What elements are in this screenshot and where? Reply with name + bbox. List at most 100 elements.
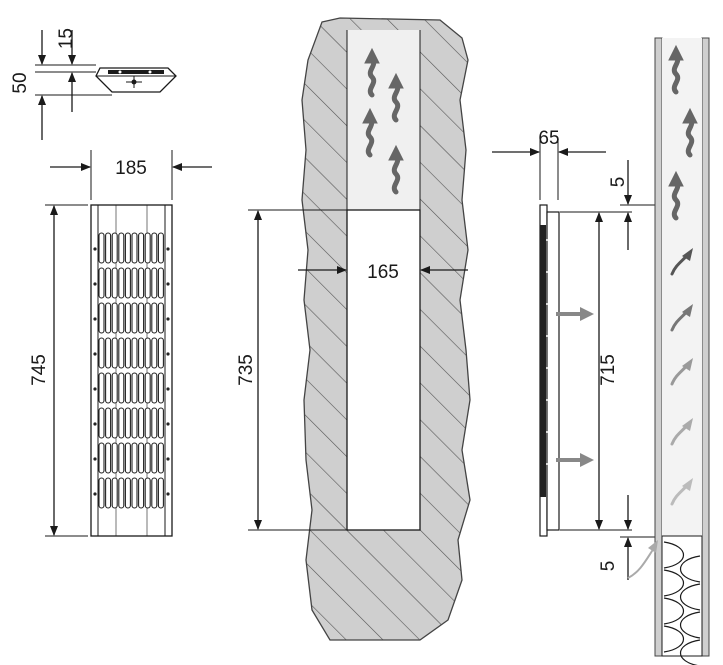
label-opening-length: 735 bbox=[236, 354, 257, 386]
grille-slot bbox=[98, 302, 105, 334]
wall-section bbox=[301, 17, 471, 641]
grille-slot bbox=[111, 442, 118, 474]
grille-slot bbox=[131, 477, 138, 509]
insulation-fill bbox=[663, 541, 701, 665]
grille-slot bbox=[111, 232, 118, 264]
insulation-curve bbox=[663, 597, 684, 625]
grille-slot bbox=[144, 232, 151, 264]
curved-up-arrow-icon bbox=[670, 478, 693, 506]
grille-screw bbox=[93, 282, 97, 286]
label-grille-length: 745 bbox=[29, 354, 50, 386]
insulation-curve bbox=[663, 569, 684, 597]
dimension-opening-length: 735 bbox=[236, 209, 347, 531]
grille-slot bbox=[151, 267, 158, 299]
grille-screw bbox=[166, 352, 170, 356]
grille-screw bbox=[93, 247, 97, 251]
grille-screw bbox=[93, 492, 97, 496]
grille-slot bbox=[157, 337, 164, 369]
grille-screw bbox=[93, 387, 97, 391]
grille-slot bbox=[98, 477, 105, 509]
grille-slot bbox=[157, 442, 164, 474]
grille-slot bbox=[151, 407, 158, 439]
grille-slot bbox=[105, 442, 112, 474]
grille-slot bbox=[144, 337, 151, 369]
grille-slot bbox=[131, 442, 138, 474]
grille-slot bbox=[124, 337, 131, 369]
curved-up-arrow-icon bbox=[670, 304, 693, 332]
grille-slot bbox=[105, 477, 112, 509]
grille-slot bbox=[98, 407, 105, 439]
grille-slot bbox=[105, 267, 112, 299]
dimension-gap-bottom: 5 bbox=[598, 495, 655, 580]
grille-slot bbox=[98, 442, 105, 474]
grille-slot bbox=[98, 337, 105, 369]
grille-slot bbox=[151, 232, 158, 264]
grille-slot bbox=[138, 302, 145, 334]
curved-up-arrow-icon bbox=[670, 418, 693, 446]
label-airflow-length: 715 bbox=[598, 354, 619, 386]
grille-screw bbox=[93, 457, 97, 461]
grille-slot bbox=[124, 302, 131, 334]
grille-screw bbox=[166, 492, 170, 496]
grille-slot bbox=[138, 372, 145, 404]
grille-slot bbox=[131, 337, 138, 369]
right-arrow-icon bbox=[556, 307, 594, 321]
grille-slot bbox=[144, 477, 151, 509]
grille-slot bbox=[157, 477, 164, 509]
insulation-curve bbox=[680, 639, 701, 665]
dimension-frame-depth: 65 bbox=[492, 128, 606, 200]
label-gap-top: 5 bbox=[608, 177, 629, 188]
grille-slot bbox=[118, 442, 125, 474]
air-channel bbox=[347, 30, 420, 210]
inflow-arrow-icon bbox=[627, 540, 658, 579]
grille-slot bbox=[105, 372, 112, 404]
grille-front-view bbox=[90, 204, 173, 537]
grille-slot bbox=[151, 302, 158, 334]
grille-slots bbox=[93, 232, 170, 509]
grille-slot bbox=[111, 477, 118, 509]
dimension-grille-width: 185 bbox=[50, 150, 212, 200]
grille-slot bbox=[111, 407, 118, 439]
right-arrow-icon bbox=[556, 453, 594, 467]
grille-slot bbox=[105, 337, 112, 369]
grille-slot bbox=[124, 407, 131, 439]
grille-slot bbox=[157, 232, 164, 264]
grille-slot bbox=[138, 267, 145, 299]
grille-slot bbox=[157, 407, 164, 439]
grille-slot bbox=[131, 372, 138, 404]
grille-screw bbox=[93, 352, 97, 356]
label-grille-height-top: 50 bbox=[10, 72, 31, 93]
grille-slot bbox=[124, 232, 131, 264]
label-grille-width: 185 bbox=[115, 158, 147, 179]
grille-slot bbox=[144, 442, 151, 474]
grille-screw bbox=[93, 422, 97, 426]
insulation-curve bbox=[680, 611, 701, 639]
grille-slot bbox=[157, 302, 164, 334]
grille-slot bbox=[157, 372, 164, 404]
grille-slot bbox=[98, 372, 105, 404]
grille-slot bbox=[105, 407, 112, 439]
grille-screw bbox=[166, 387, 170, 391]
label-frame-depth: 65 bbox=[538, 128, 559, 149]
label-gap-bottom: 5 bbox=[598, 561, 619, 572]
grille-slot bbox=[124, 372, 131, 404]
dimension-grille-height-top: 50 bbox=[10, 72, 112, 140]
grille-slot bbox=[105, 232, 112, 264]
airflow-arrows-cavity bbox=[669, 46, 697, 506]
label-top-offset: 15 bbox=[56, 28, 77, 49]
grille-slot bbox=[144, 407, 151, 439]
dimension-airflow-length: 715 bbox=[560, 211, 632, 531]
grille-slot bbox=[151, 477, 158, 509]
grille-side-section bbox=[539, 204, 594, 537]
grille-slot bbox=[138, 477, 145, 509]
grille-slot bbox=[144, 372, 151, 404]
wall-cavity-section bbox=[627, 37, 710, 665]
grille-slot bbox=[118, 337, 125, 369]
grille-slot bbox=[118, 407, 125, 439]
dimension-grille-length: 745 bbox=[29, 204, 88, 537]
grille-slot bbox=[111, 267, 118, 299]
grille-slot bbox=[111, 337, 118, 369]
grille-screw bbox=[93, 317, 97, 321]
grille-slot bbox=[111, 372, 118, 404]
